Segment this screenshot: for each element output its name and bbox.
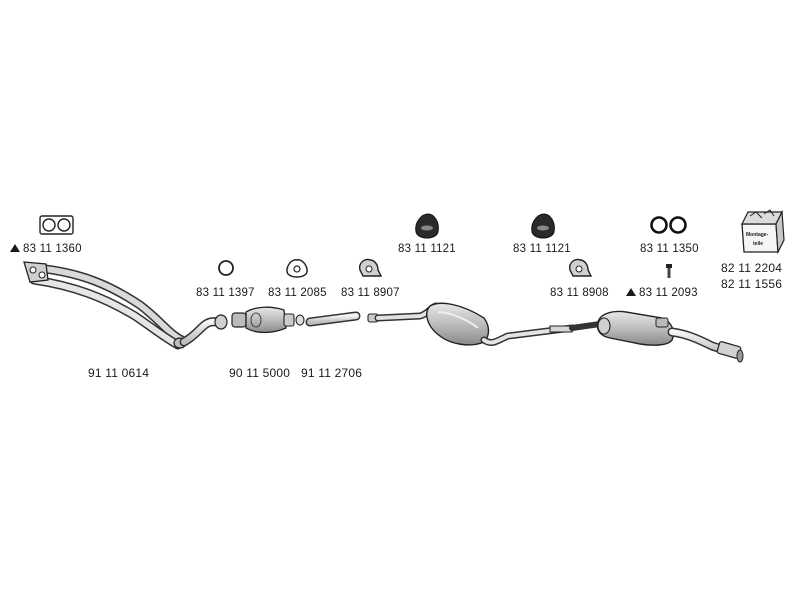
rear-silencer-icon xyxy=(596,310,675,346)
rubber-hanger-icon-1 xyxy=(415,213,439,239)
part-label-clamp-2: 83 11 8908 xyxy=(550,287,609,299)
bolt-icon xyxy=(666,264,672,278)
part-label-kit-1: 82 11 2204 xyxy=(721,261,783,275)
front-pipe-icon xyxy=(23,261,187,350)
part-label-gasket-triangle: 83 11 2085 xyxy=(268,287,327,299)
clamp-icon-2 xyxy=(568,258,593,277)
catalytic-converter-icon xyxy=(231,306,305,334)
part-label-gasket-front: 83 11 1360 xyxy=(10,243,82,255)
rear-pipe-icon xyxy=(480,321,603,346)
front-gasket-icon xyxy=(39,215,74,235)
clamp-icon-1 xyxy=(358,258,383,277)
part-label-mid-pipe: 91 11 2706 xyxy=(301,366,363,380)
part-label-ring-1: 83 11 1397 xyxy=(196,287,255,299)
part-label-clamp-1: 83 11 8907 xyxy=(341,287,400,299)
box-text-line-1: Montage- xyxy=(746,232,769,238)
downpipe-icon xyxy=(179,314,228,347)
tailpipe-icon xyxy=(667,327,744,363)
mid-pipe-icon xyxy=(305,311,379,327)
rubber-hanger-icon-2 xyxy=(531,213,555,239)
center-silencer-icon xyxy=(426,302,490,346)
part-label-bolt-rear: 83 11 2093 xyxy=(626,287,698,299)
box-text-line-2: teile xyxy=(753,241,763,247)
part-label-catalyst: 90 11 5000 xyxy=(229,366,291,380)
mounting-parts-box-icon: Montage- teile xyxy=(741,209,785,255)
part-label-hanger-1: 83 11 1121 xyxy=(398,243,456,255)
part-label-front-pipe: 91 11 0614 xyxy=(88,366,150,380)
triangle-gasket-icon xyxy=(286,259,308,278)
warning-triangle-icon xyxy=(10,244,20,252)
part-label-hanger-2: 83 11 1121 xyxy=(513,243,571,255)
ring-gasket-icon xyxy=(218,260,234,276)
warning-triangle-icon xyxy=(626,288,636,296)
part-label-rings-rear: 83 11 1350 xyxy=(640,243,699,255)
part-label-kit-2: 82 11 1556 xyxy=(721,277,783,291)
rear-rings-icon xyxy=(650,216,687,234)
